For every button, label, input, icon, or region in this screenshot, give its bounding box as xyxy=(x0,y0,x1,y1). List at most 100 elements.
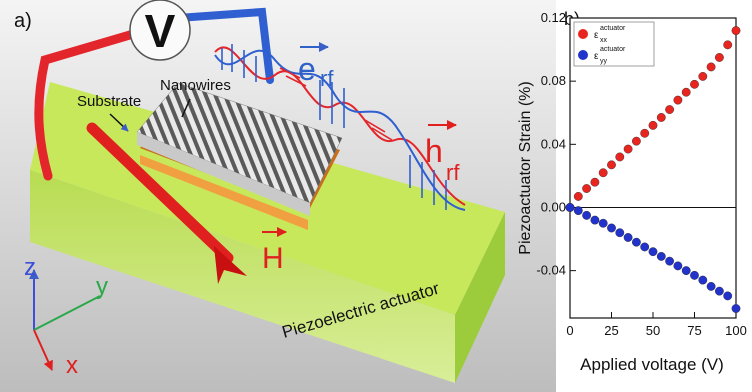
rf-wave xyxy=(214,44,466,211)
data-point-yy xyxy=(715,286,724,296)
data-point-xx xyxy=(590,177,600,187)
h-rf-base: h xyxy=(425,133,443,169)
data-point-yy xyxy=(698,275,708,285)
data-point-yy xyxy=(690,270,699,280)
axis-y-label: y xyxy=(96,273,108,300)
data-points xyxy=(565,26,741,313)
data-point-xx xyxy=(623,144,633,154)
y-axis-label: Piezoactuator Strain (%) xyxy=(517,81,534,254)
x-tick-label: 50 xyxy=(646,323,660,338)
legend-marker-yy xyxy=(578,50,588,60)
H-text: H xyxy=(262,242,284,275)
data-point-xx xyxy=(640,128,650,138)
data-point-yy xyxy=(681,266,691,276)
blue-wire xyxy=(174,7,274,84)
data-point-xx xyxy=(582,184,591,193)
h-rf-subscript: rf xyxy=(446,160,460,185)
nanowires-pointer xyxy=(181,98,191,118)
h-rf-label: h rf xyxy=(425,120,460,185)
data-point-yy xyxy=(723,291,733,301)
data-point-yy xyxy=(731,304,741,313)
data-point-yy xyxy=(615,228,625,238)
data-point-yy xyxy=(590,215,600,225)
e-rf-base: e xyxy=(298,51,316,87)
data-point-xx xyxy=(632,136,641,146)
x-axis-arrow xyxy=(33,329,53,371)
legend-base-yy: ε xyxy=(594,51,599,62)
H-field-arrow xyxy=(86,122,234,264)
legend-entry-yy: ε actuator yy xyxy=(578,46,626,65)
substrate-label: Substrate xyxy=(77,93,141,110)
legend-box xyxy=(573,21,655,67)
data-point-xx xyxy=(665,105,674,114)
data-point-yy xyxy=(623,233,633,242)
legend: ε actuator xx ε actuator yy xyxy=(573,21,655,67)
data-point-xx xyxy=(598,168,608,178)
data-point-xx xyxy=(715,53,724,62)
nanowire-front-edge xyxy=(137,132,310,216)
axis-z-label: z xyxy=(24,254,36,281)
data-point-yy xyxy=(607,223,616,233)
data-point-yy xyxy=(656,252,666,261)
y-axis-arrow xyxy=(33,295,101,331)
actuator-side-face xyxy=(455,212,505,383)
data-point-xx xyxy=(656,113,666,122)
data-point-yy xyxy=(706,282,716,291)
data-point-xx xyxy=(706,62,716,72)
H-label: H xyxy=(262,227,287,275)
data-point-yy xyxy=(598,218,608,228)
data-point-yy xyxy=(573,206,583,216)
data-point-yy xyxy=(673,261,683,271)
data-point-xx xyxy=(573,192,583,201)
axis-x-label: x xyxy=(66,352,78,379)
x-tick-label: 100 xyxy=(725,323,747,338)
legend-sub-xx: xx xyxy=(600,37,608,44)
data-point-yy xyxy=(565,203,575,212)
data-point-yy xyxy=(582,210,591,220)
voltmeter-symbol: V xyxy=(145,5,176,57)
red-wire xyxy=(34,27,145,181)
data-point-yy xyxy=(665,256,674,266)
y-tick-label: -0.04 xyxy=(536,263,566,278)
legend-entry-xx: ε actuator xx xyxy=(578,25,626,44)
data-point-xx xyxy=(681,87,691,97)
voltmeter-icon xyxy=(129,0,191,61)
y-tick-label: 0.04 xyxy=(541,136,566,151)
x-tick-label: 0 xyxy=(566,323,573,338)
y-tick-label: 0.08 xyxy=(541,73,566,88)
substrate-layer xyxy=(140,155,308,230)
data-point-xx xyxy=(607,160,616,170)
data-point-xx xyxy=(723,40,733,50)
legend-sup-yy: actuator xyxy=(600,46,626,53)
x-tick-label: 75 xyxy=(687,323,701,338)
panel-a-label: a) xyxy=(14,10,32,32)
panel-a: V a) Substrate xyxy=(0,0,556,392)
legend-sup-xx: actuator xyxy=(600,25,626,32)
legend-marker-xx xyxy=(578,29,588,39)
data-point-xx xyxy=(690,79,699,89)
data-point-yy xyxy=(632,237,641,247)
legend-sub-yy: yy xyxy=(600,58,608,65)
actuator-front-face xyxy=(30,170,455,383)
x-axis-label: Applied voltage (V) xyxy=(580,355,724,374)
data-point-xx xyxy=(648,120,658,130)
y-tick-label: 0.00 xyxy=(541,199,566,214)
e-rf-label: e rf xyxy=(298,42,334,91)
nanowires-label: Nanowires xyxy=(160,77,231,94)
data-point-yy xyxy=(648,247,658,257)
H-arrow-head xyxy=(214,246,247,284)
substrate-pointer xyxy=(109,113,129,132)
legend-base-xx: ε xyxy=(594,30,599,41)
nanowire-array xyxy=(136,82,343,204)
data-point-xx xyxy=(615,152,625,162)
data-point-xx xyxy=(673,95,683,105)
x-tick-label: 25 xyxy=(604,323,618,338)
e-rf-subscript: rf xyxy=(320,66,334,91)
y-tick-label: 0.12 xyxy=(541,10,566,25)
y-axis-ticks: -0.04 0.00 0.04 0.08 0.12 xyxy=(536,10,576,278)
data-point-xx xyxy=(698,72,708,81)
coordinate-triad: z y x xyxy=(24,254,108,379)
